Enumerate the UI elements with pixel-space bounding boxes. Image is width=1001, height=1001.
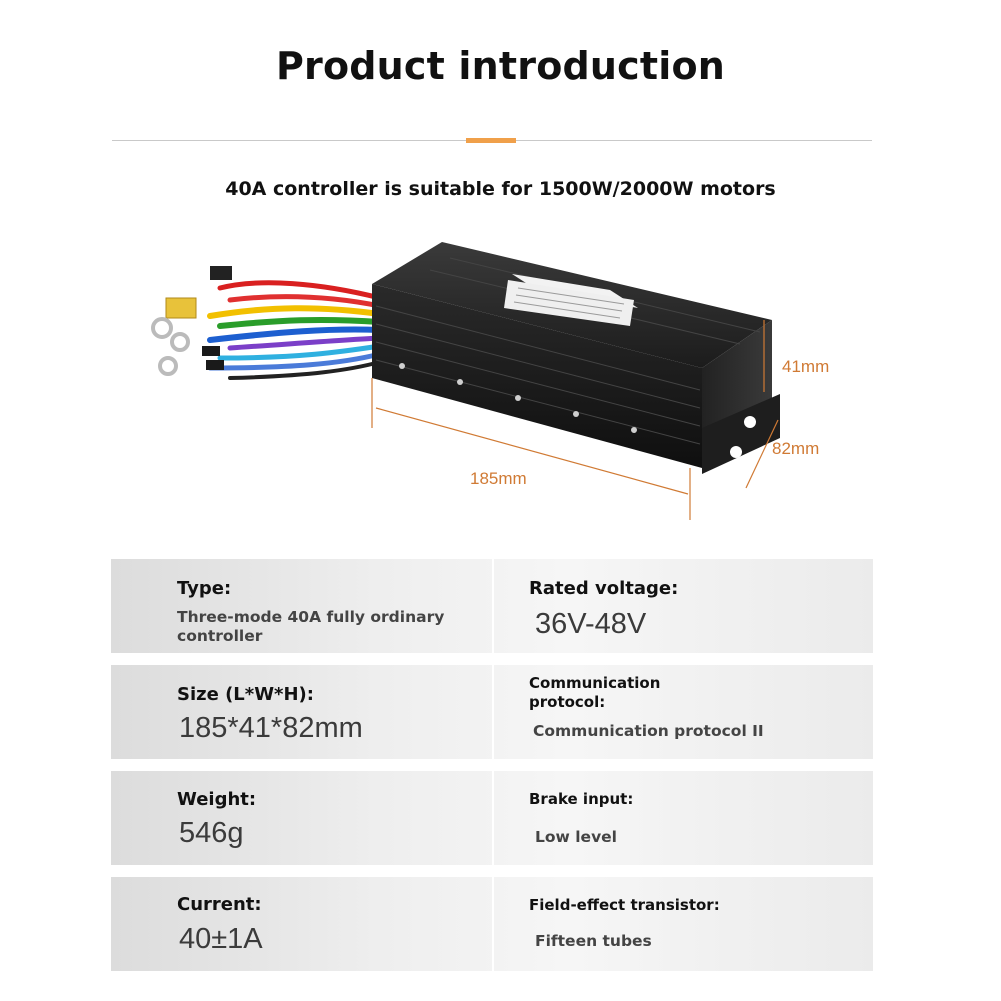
spec-label-size: Size (L*W*H): [177,684,314,705]
spec-value-weight: 546g [179,817,244,849]
controller-front-face [372,284,702,468]
spec-row-size-protocol: Size (L*W*H): 185*41*82mm Communication … [111,665,873,759]
spec-label-type: Type: [177,578,232,599]
spec-label-current: Current: [177,894,262,915]
dimension-length-label: 185mm [470,469,527,488]
spec-row-divider [492,559,494,653]
page-subtitle: 40A controller is suitable for 1500W/200… [225,178,776,200]
dimension-width-label: 82mm [772,439,819,458]
spec-cell-transistor: Field-effect transistor: Fifteen tubes [529,877,859,971]
spec-cell-protocol: Communication protocol: Communication pr… [529,665,859,759]
spec-row-divider [492,665,494,759]
spec-value-brake: Low level [535,828,617,846]
spec-cell-voltage: Rated voltage: 36V-48V [529,559,859,653]
spec-label-transistor: Field-effect transistor: [529,896,720,914]
spec-row-divider [492,877,494,971]
spec-value-protocol: Communication protocol II [533,722,764,740]
wire-bundle [207,280,383,380]
dimension-height-label: 41mm [782,357,829,376]
spec-cell-current: Current: 40±1A [177,877,477,971]
spec-value-transistor: Fifteen tubes [535,932,652,950]
spec-cell-type: Type: Three-mode 40A fully ordinary cont… [177,559,477,653]
spec-label-protocol: Communication protocol: [529,674,661,711]
spec-value-current: 40±1A [179,923,263,955]
spec-label-brake: Brake input: [529,790,634,808]
spec-row-type-voltage: Type: Three-mode 40A fully ordinary cont… [111,559,873,653]
spec-row-divider [492,771,494,865]
spec-value-size: 185*41*82mm [179,712,363,744]
spec-row-current-transistor: Current: 40±1A Field-effect transistor: … [111,877,873,971]
spec-cell-size: Size (L*W*H): 185*41*82mm [177,665,477,759]
mounting-bracket [702,394,780,474]
spec-label-weight: Weight: [177,789,257,810]
spec-row-weight-brake: Weight: 546g Brake input: Low level [111,771,873,865]
controller-product-image: 185mm 41mm 82mm [151,242,829,520]
page-title: Product introduction [275,44,726,88]
spec-cell-brake: Brake input: Low level [529,771,859,865]
wire-connectors [151,266,232,376]
spec-value-type: Three-mode 40A fully ordinary controller [177,608,445,645]
spec-value-voltage: 36V-48V [535,608,647,640]
spec-cell-weight: Weight: 546g [177,771,477,865]
spec-label-voltage: Rated voltage: [529,578,679,599]
title-divider-accent [466,138,516,143]
